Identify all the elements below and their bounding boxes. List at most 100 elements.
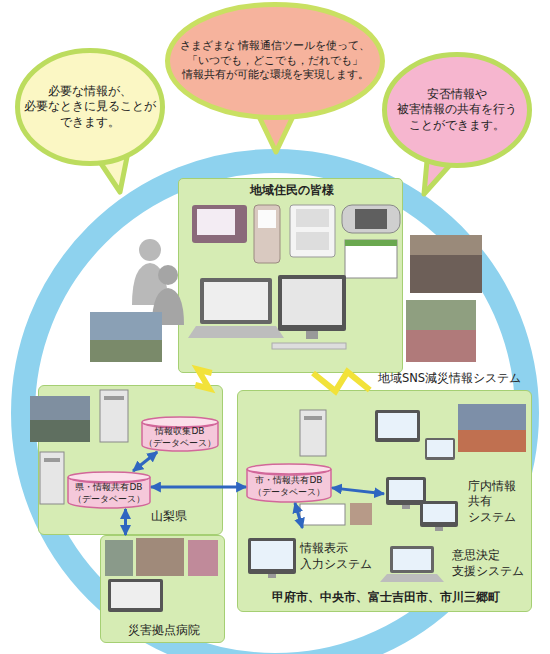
box-heading: 甲府市、中央市、富士吉田市、市川三郷町 — [272, 590, 500, 606]
system-label-frame: 情報表示 入力システム — [300, 528, 376, 586]
map-screenshot — [300, 504, 345, 525]
keyboard — [272, 343, 346, 349]
monitor-screen — [251, 541, 293, 569]
database-label-frame: 情報収集DB （データベース） — [141, 422, 219, 452]
database-label-frame: 県・情報共有DB （データベース） — [67, 477, 151, 509]
web-screenshot — [345, 240, 397, 278]
hospital-box: 災害拠点病院 — [100, 535, 225, 643]
bubble-ellipse — [168, 5, 383, 118]
screenshot-header — [345, 240, 397, 246]
bubble-text-frame: さまざまな 情報通信ツールを使って、 「いつでも，どこでも，だれでも」 情報共有… — [173, 2, 377, 120]
monitor-screen — [282, 279, 342, 325]
box-heading-frame: 地域住民の皆様 — [179, 182, 404, 200]
monitor-screen — [378, 413, 417, 438]
monitor-stand — [402, 505, 410, 509]
photo — [406, 300, 476, 362]
laptop — [200, 278, 272, 324]
monitor-stand — [435, 527, 443, 531]
box-label: 災害拠点病院 — [128, 622, 200, 638]
photo — [90, 340, 162, 362]
photo — [406, 330, 476, 362]
box-label-frame: 災害拠点病院 — [101, 620, 226, 640]
game-screen — [296, 232, 329, 250]
photo — [105, 540, 133, 576]
laptop-base — [380, 574, 444, 582]
laptop-base — [188, 326, 284, 338]
speech-bubble: さまざまな 情報通信ツールを使って、 「いつでも，どこでも，だれでも」 情報共有… — [165, 2, 385, 120]
data-arrow — [295, 503, 302, 528]
portable-player — [342, 205, 400, 233]
photo — [30, 396, 90, 442]
server-slot — [104, 396, 124, 400]
system-label-frame: 意思決定 支援システム — [452, 543, 529, 585]
bubble-text-frame: 必要な情報が、 必要なときに見ることが できます。 — [25, 48, 155, 166]
database-cylinder: 県・情報共有DB （データベース） — [67, 471, 151, 509]
box-heading: 地域SNS減災情報システム — [378, 371, 521, 387]
box-label: 山梨県 — [151, 508, 187, 524]
laptop — [390, 546, 434, 573]
speech-bubble: 安否情報や 被害情報の共有を行う ことができます。 — [382, 52, 532, 168]
desktop-monitor — [420, 501, 458, 527]
pda-screen — [197, 209, 235, 235]
desktop-monitor — [278, 275, 346, 331]
desktop-monitor — [386, 477, 426, 505]
server — [40, 452, 64, 504]
server-slot — [304, 416, 322, 420]
database-label-frame: 市・情報共有DB （データベース） — [246, 469, 332, 503]
desktop-monitor — [108, 579, 163, 612]
photo — [188, 540, 218, 576]
photo — [458, 404, 526, 452]
game-device — [290, 205, 335, 257]
bubble-text-frame: 安否情報や 被害情報の共有を行う ことができます。 — [392, 52, 522, 168]
cylinder-body — [142, 422, 218, 451]
desktop-monitor — [425, 438, 455, 460]
desktop-monitor — [248, 538, 296, 574]
bubble-text: 必要な情報が、 必要なときに見ることが できます。 — [24, 84, 156, 131]
laptop-screen — [393, 549, 431, 570]
monitor-screen — [427, 440, 453, 457]
wireless-bolt — [195, 370, 212, 389]
desktop-monitor — [375, 410, 420, 442]
player-screen — [355, 209, 387, 229]
bubble-text: 安否情報や 被害情報の共有を行う ことができます。 — [392, 87, 522, 134]
monitor-stand — [306, 331, 318, 339]
person-silhouette — [139, 239, 161, 261]
cylinder-top — [247, 464, 331, 474]
computer-system: 意思決定 支援システム — [384, 543, 529, 585]
wireless-bolt — [313, 372, 370, 391]
photo — [410, 255, 482, 293]
database-label: 情報収集DB （データベース） — [141, 425, 219, 449]
mobile-phone — [254, 205, 280, 263]
database-label: 市・情報共有DB （データベース） — [246, 474, 332, 498]
box-label-frame: 山梨県 — [134, 504, 204, 528]
database-label: 県・情報共有DB （データベース） — [67, 481, 151, 505]
bubble-text: さまざまな 情報通信ツールを使って、 「いつでも，どこでも，だれでも」 情報共有… — [173, 39, 377, 84]
person-silhouette — [158, 265, 178, 285]
person-silhouette — [152, 288, 184, 325]
database-cylinder: 市・情報共有DB （データベース） — [246, 463, 332, 503]
prefecture-box: 山梨県 情報収集DB （データベース） 県・情報共有DB （データベース） — [38, 385, 223, 535]
server — [300, 410, 326, 456]
box-heading: 地域住民の皆様 — [250, 183, 334, 199]
cylinder-top — [142, 417, 218, 427]
computer-system: 情報表示 入力システム — [246, 528, 376, 586]
monitor-screen — [111, 582, 160, 608]
person-silhouette — [132, 263, 168, 305]
data-arrow — [133, 452, 157, 471]
laptop-screen — [204, 282, 268, 320]
system-label: 意思決定 支援システム — [452, 548, 529, 579]
photo — [30, 420, 90, 442]
photo — [458, 430, 526, 452]
monitor-screen — [389, 480, 423, 500]
system-label: 庁内情報 共有 システム — [468, 479, 528, 526]
data-arrow — [332, 488, 384, 494]
monitor-screen — [423, 504, 455, 522]
system-label: 情報表示 入力システム — [300, 541, 376, 572]
photo — [410, 235, 482, 293]
city-system-box: 地域SNS減災情報システム甲府市、中央市、富士吉田市、市川三郷町市・情報共有DB… — [237, 390, 532, 612]
system-label-frame: 庁内情報 共有 システム — [468, 473, 528, 531]
pda-device — [192, 205, 247, 243]
data-arrow — [124, 509, 127, 535]
photo — [350, 503, 372, 525]
